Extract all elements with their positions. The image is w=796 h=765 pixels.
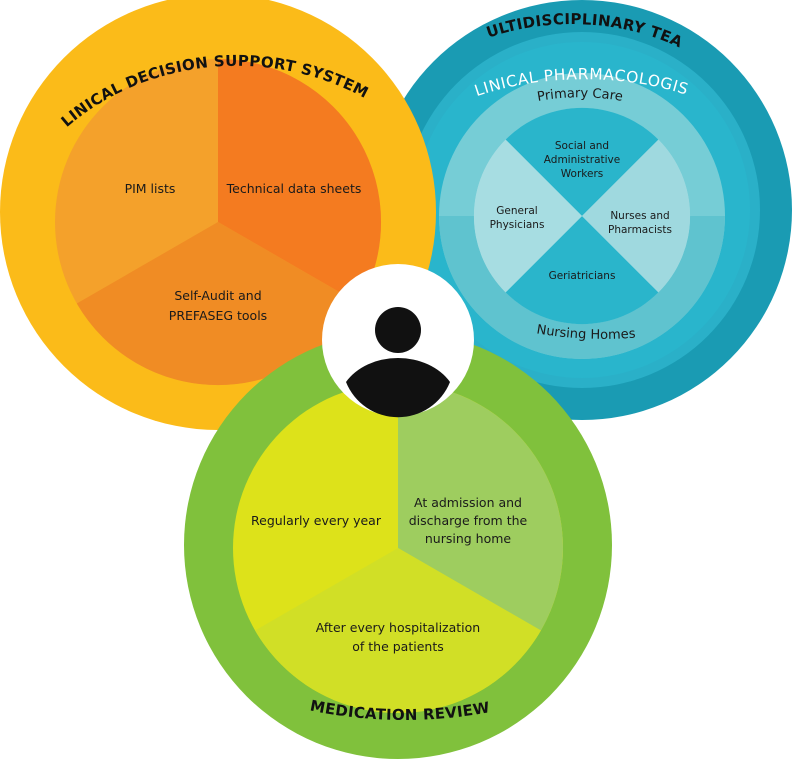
medication-review-circle [184,331,612,759]
segment-admission-discharge [398,383,564,631]
quadrant-bottom [505,216,659,325]
hospitalization-label-line1: After every hospitalization [316,620,480,635]
pim-lists-label: PIM lists [125,181,176,196]
geriatricians-label: Geriatricians [549,270,616,282]
admission-label-line3: nursing home [425,531,512,546]
segment-after-hospitalization [255,548,541,714]
admission-label-line2: discharge from the [409,513,528,528]
social-workers-label-line3: Workers [561,168,603,180]
social-workers-label-line1: Social and [555,140,609,152]
nurses-pharmacists-label-line1: Nurses and [610,210,669,222]
patient-center [322,264,474,418]
segment-self-audit [76,222,360,386]
multidisciplinary-team-circle [372,0,792,420]
general-physicians-label-line2: Physicians [490,219,545,231]
person-icon [346,307,450,418]
self-audit-label-line2: PREFASEG tools [169,308,267,323]
social-workers-label-line2: Administrative [544,154,620,166]
segment-technical-data-sheets [218,58,382,304]
technical-data-sheets-label: Technical data sheets [226,181,362,196]
admission-label-line1: At admission and [414,495,522,510]
general-physicians-label-line1: General [496,205,537,217]
hospitalization-label-line2: of the patients [352,639,444,654]
nurses-pharmacists-label-line2: Pharmacists [608,224,672,236]
quadrant-top [505,107,659,216]
self-audit-label-line1: Self-Audit and [174,288,261,303]
regularly-label: Regularly every year [251,513,382,528]
quadrant-left [473,139,582,293]
quadrant-right [582,139,691,293]
